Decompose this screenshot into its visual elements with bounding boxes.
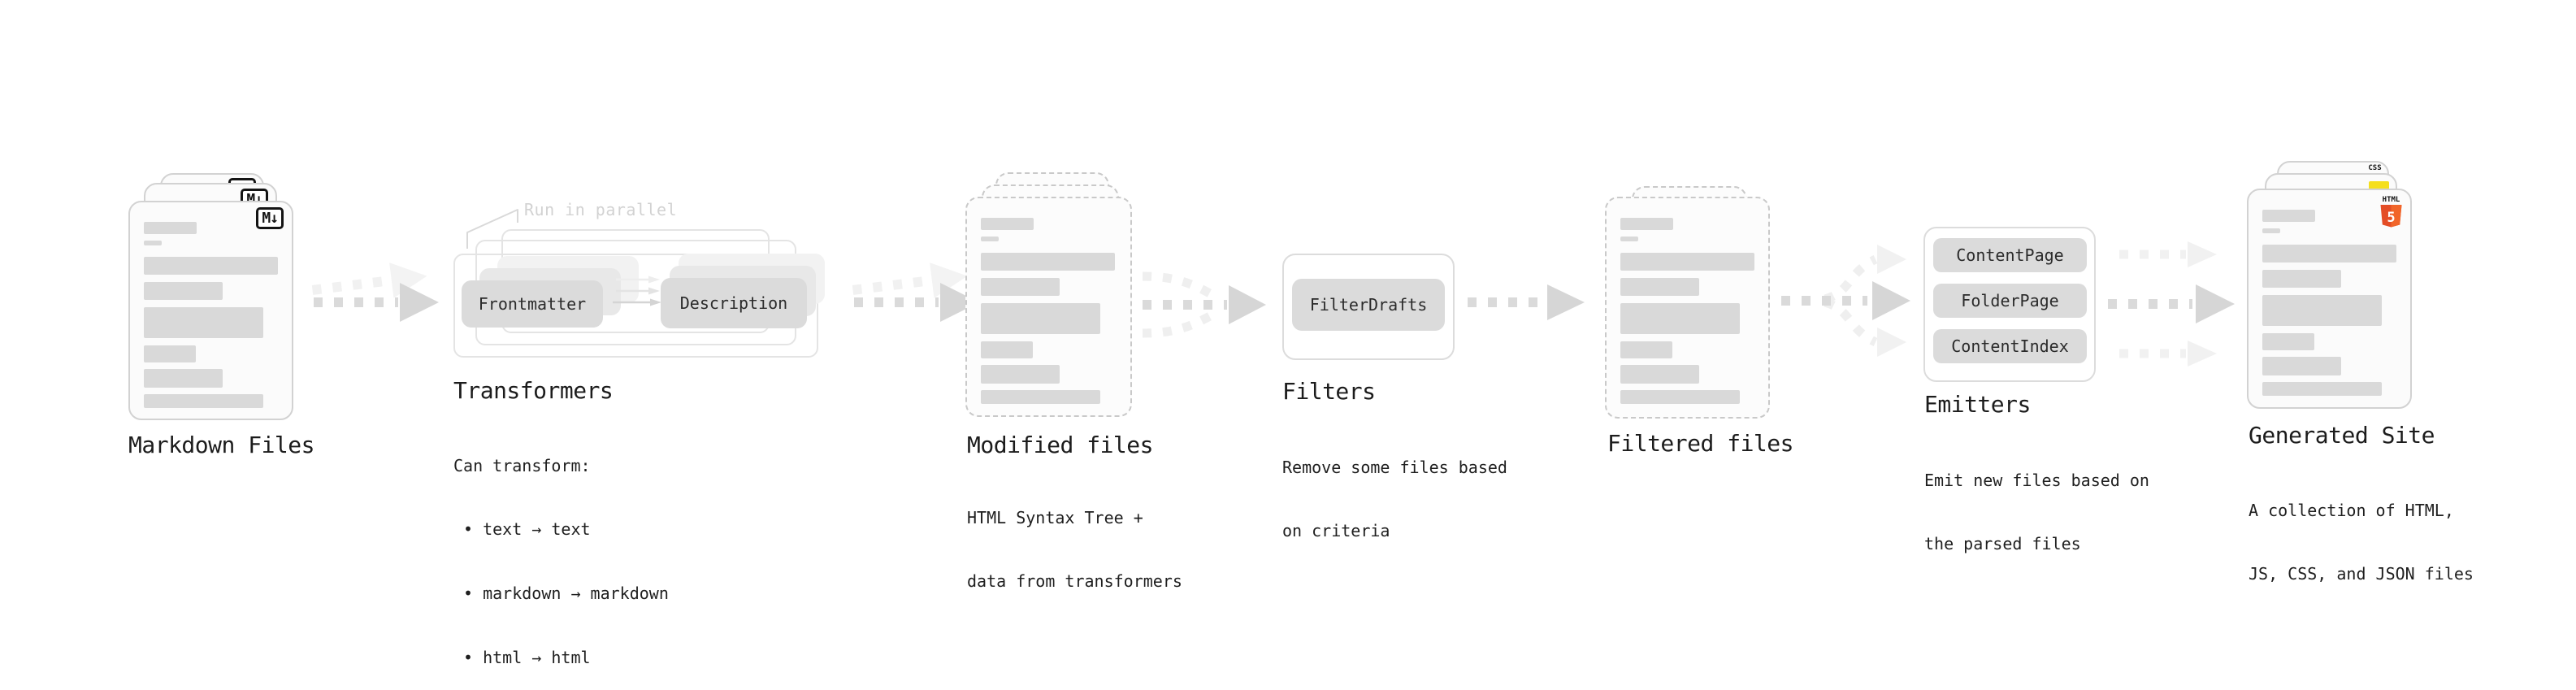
modified-files-description: HTML Syntax Tree + data from transformer… xyxy=(967,465,1182,613)
filters-title: Filters xyxy=(1282,378,1376,405)
can-transform-heading: Can transform: xyxy=(453,456,591,475)
frontmatter-node: Frontmatter xyxy=(462,280,603,328)
text-line-placeholder xyxy=(1620,237,1638,241)
generated-site-stage: CSS HTML 5 xyxy=(2247,161,2446,413)
flow-arrow-icon xyxy=(852,263,979,322)
text-line-placeholder xyxy=(1620,303,1740,334)
filtered-files-title: Filtered files xyxy=(1607,430,1794,457)
text-line-placeholder xyxy=(144,241,162,245)
document-text-placeholder xyxy=(2262,210,2402,396)
annotation-leader-line xyxy=(466,209,518,249)
text-line-placeholder xyxy=(981,218,1034,230)
text-line-placeholder xyxy=(2262,382,2382,396)
text-line-placeholder xyxy=(144,307,263,338)
markdown-icon: M↓ xyxy=(256,207,284,229)
transformer-run-outline-front xyxy=(453,254,818,358)
emitters-description: Emit new files based on the parsed files xyxy=(1924,427,2149,575)
modified-files-title: Modified files xyxy=(967,432,1154,458)
contentindex-node: ContentIndex xyxy=(1933,329,2087,363)
description-line: A collection of HTML, xyxy=(2249,501,2454,520)
description-line: Remove some files based xyxy=(1282,458,1507,477)
document-text-placeholder xyxy=(144,222,284,408)
svg-text:5: 5 xyxy=(2387,210,2395,226)
text-line-placeholder xyxy=(144,282,223,300)
text-line-placeholder xyxy=(1620,365,1699,384)
description-line: HTML Syntax Tree + xyxy=(967,508,1143,527)
modified-files-stage xyxy=(965,172,1164,420)
transformers-title: Transformers xyxy=(453,377,614,404)
markdown-file-card-front: M↓ xyxy=(128,201,293,420)
text-line-placeholder xyxy=(981,365,1060,384)
description-line: Emit new files based on xyxy=(1924,471,2149,490)
transform-bullet: • text → text xyxy=(463,519,591,539)
text-line-placeholder xyxy=(2262,295,2382,326)
emitters-stage: ContentPage FolderPage ContentIndex xyxy=(1923,227,2102,389)
svg-text:HTML: HTML xyxy=(2383,196,2400,204)
text-line-placeholder xyxy=(2262,357,2341,375)
description-node: Description xyxy=(661,278,807,328)
triple-arrow-icon xyxy=(2108,241,2235,367)
text-line-placeholder xyxy=(1620,278,1699,296)
text-line-placeholder xyxy=(2262,333,2314,350)
markdown-files-stage: M↓ M↓ M↓ xyxy=(128,173,327,421)
filters-description: Remove some files based on criteria xyxy=(1282,414,1507,562)
transformers-stage: Run in parallel Frontmatter Description xyxy=(453,200,827,367)
text-line-placeholder xyxy=(1620,390,1740,404)
transform-bullet: • html → html xyxy=(463,648,591,667)
text-line-placeholder xyxy=(2262,245,2396,263)
text-line-placeholder xyxy=(981,303,1100,334)
markdown-files-title: Markdown Files xyxy=(128,432,315,458)
generated-site-title: Generated Site xyxy=(2249,422,2435,449)
text-line-placeholder xyxy=(144,394,263,408)
text-line-placeholder xyxy=(2262,210,2315,222)
parallel-arrows-icon xyxy=(613,276,661,306)
filtered-file-card-front xyxy=(1605,197,1770,419)
text-line-placeholder xyxy=(144,222,197,234)
text-line-placeholder xyxy=(1620,218,1673,230)
transformers-description: Can transform: • text → text • markdown … xyxy=(453,413,669,690)
run-in-parallel-annotation: Run in parallel xyxy=(524,200,678,219)
fan-out-arrow-icon xyxy=(1781,245,1910,357)
text-line-placeholder xyxy=(1620,341,1672,358)
flow-arrow-icon xyxy=(1468,284,1585,320)
description-line: data from transformers xyxy=(967,571,1182,591)
text-line-placeholder xyxy=(1620,253,1754,271)
text-line-placeholder xyxy=(981,237,999,241)
text-line-placeholder xyxy=(144,257,278,275)
transform-bullet: • markdown → markdown xyxy=(463,584,669,603)
flow-arrow-icon xyxy=(311,263,439,322)
text-line-placeholder xyxy=(981,253,1115,271)
filterdrafts-node: FilterDrafts xyxy=(1292,279,1445,331)
html-file-card: HTML 5 xyxy=(2247,189,2412,409)
filtered-files-stage xyxy=(1605,186,1804,426)
text-line-placeholder xyxy=(2262,270,2341,288)
description-line: on criteria xyxy=(1282,521,1390,540)
description-line: the parsed files xyxy=(1924,534,2081,553)
text-line-placeholder xyxy=(981,341,1033,358)
description-line: JS, CSS, and JSON files xyxy=(2249,564,2474,584)
text-line-placeholder xyxy=(2262,228,2280,233)
text-line-placeholder xyxy=(144,345,196,362)
text-line-placeholder xyxy=(981,278,1060,296)
filters-stage: FilterDrafts xyxy=(1282,254,1461,367)
fan-in-arrow-icon xyxy=(1142,271,1266,338)
text-line-placeholder xyxy=(981,390,1100,404)
generated-site-description: A collection of HTML, JS, CSS, and JSON … xyxy=(2249,458,2474,605)
html5-icon: HTML 5 xyxy=(2380,196,2402,228)
document-text-placeholder xyxy=(981,218,1122,404)
emitters-title: Emitters xyxy=(1924,391,2031,418)
folderpage-node: FolderPage xyxy=(1933,284,2087,318)
modified-file-card-front xyxy=(965,197,1132,417)
contentpage-node: ContentPage xyxy=(1933,238,2087,272)
text-line-placeholder xyxy=(144,369,223,388)
document-text-placeholder xyxy=(1620,218,1760,404)
